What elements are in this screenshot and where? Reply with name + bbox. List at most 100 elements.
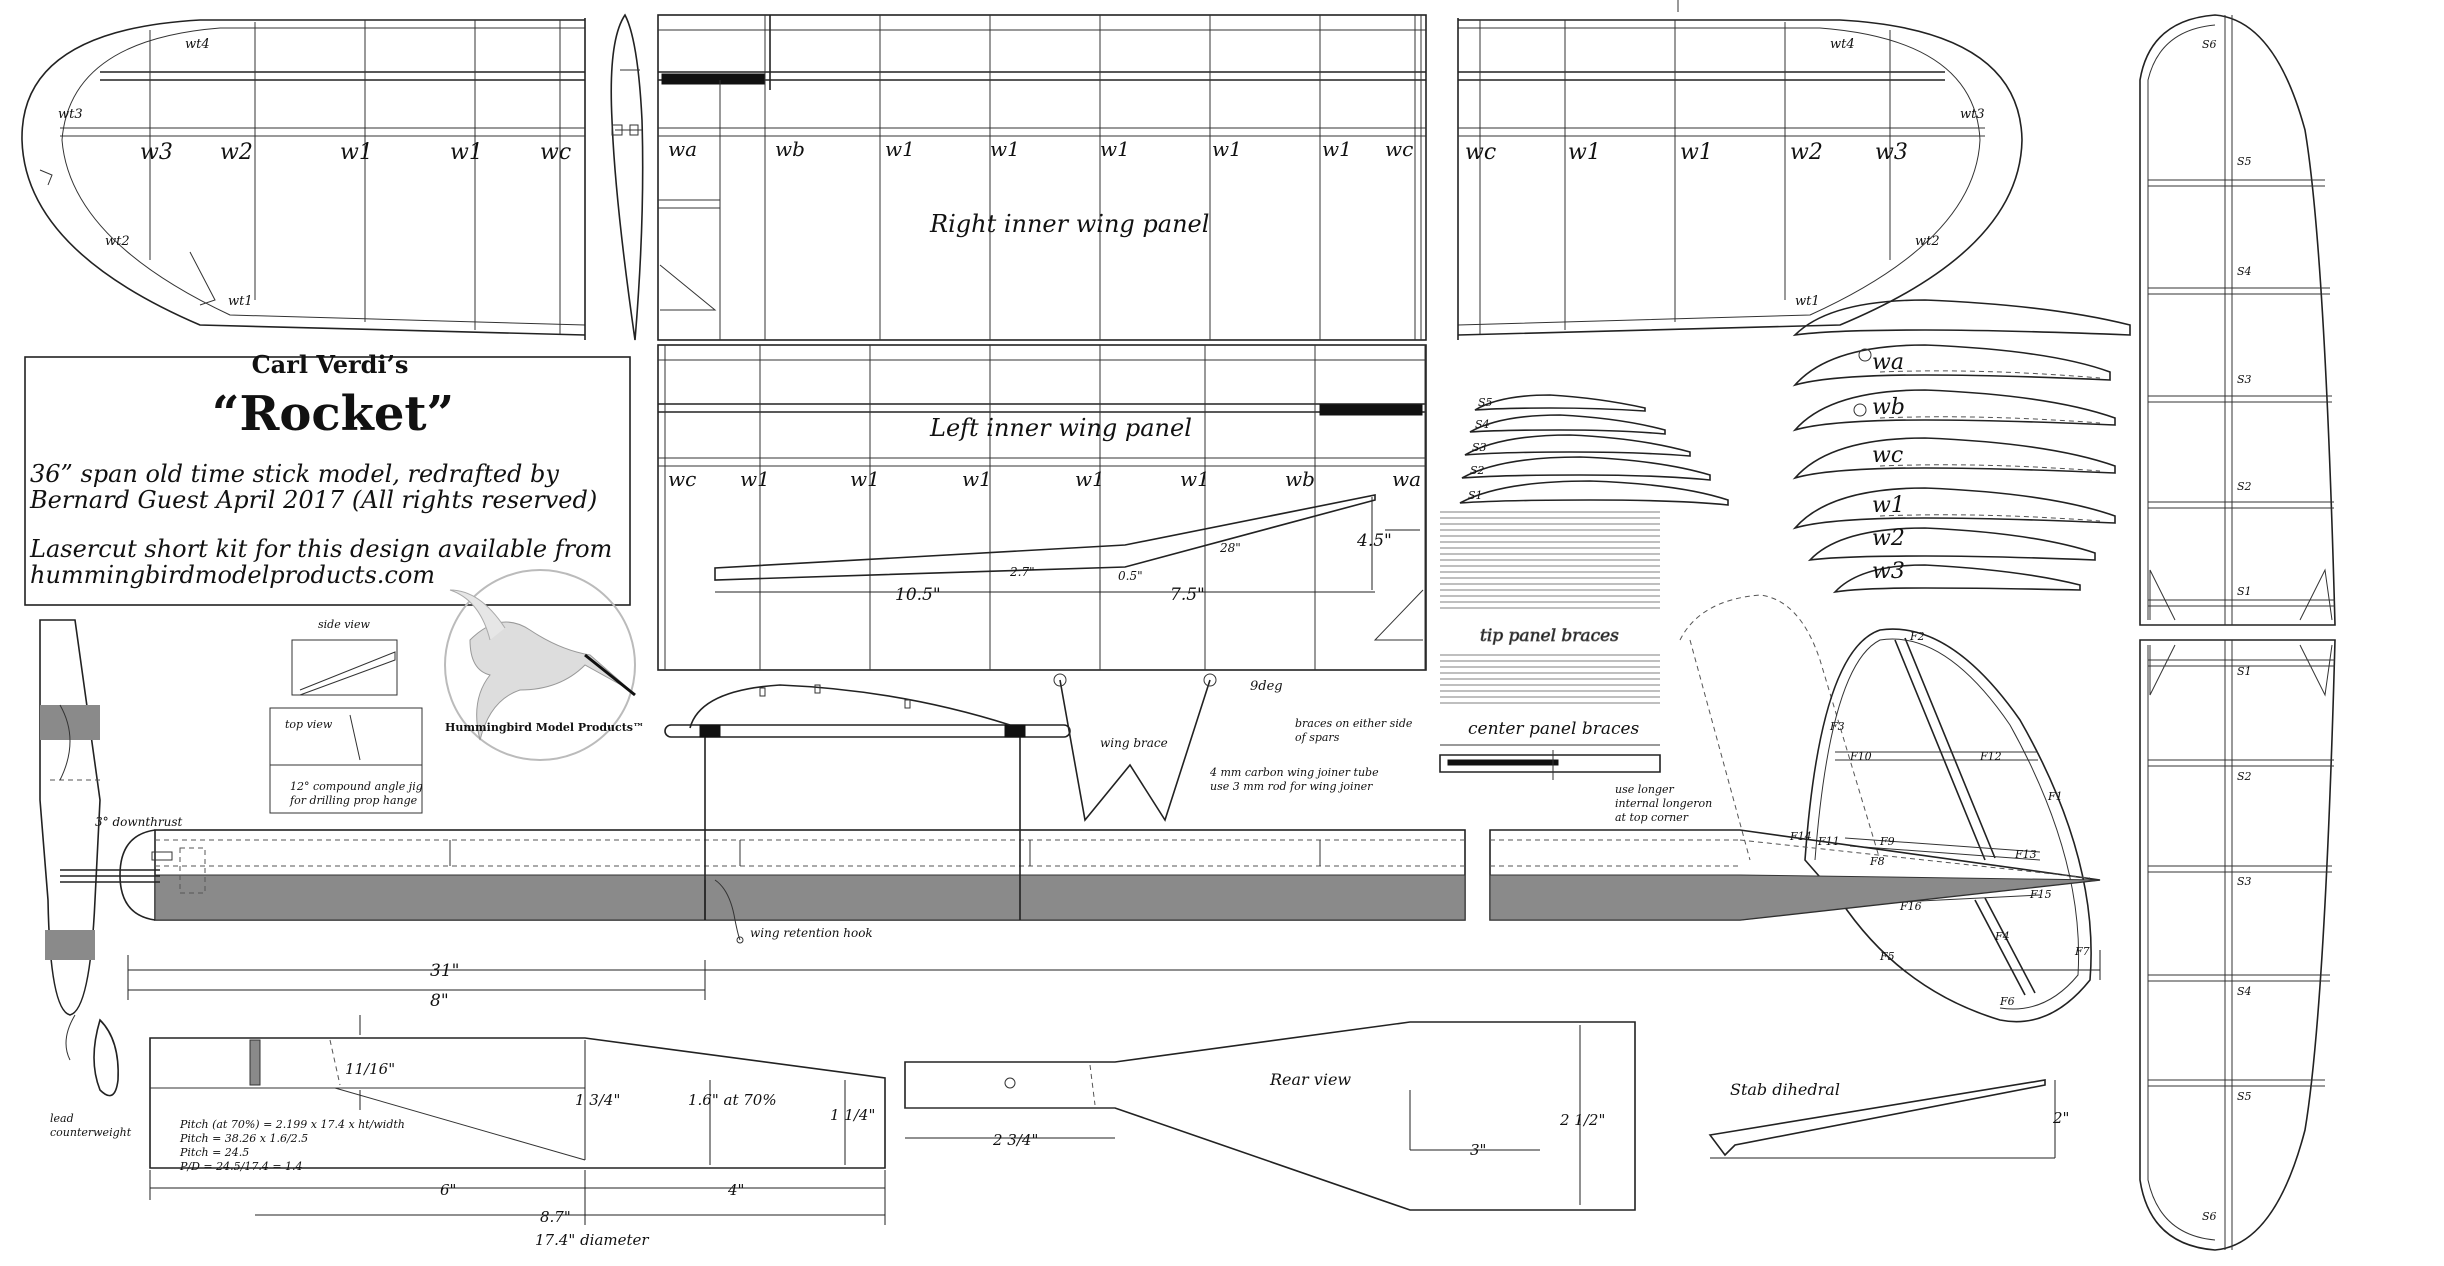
rib-set-label: wc <box>1872 443 1903 468</box>
prop-hanger-jig: side view top view 12° compound angle ji… <box>269 618 423 814</box>
fin-part-label: F10 <box>1849 750 1872 763</box>
pitch-calc-1: Pitch (at 70%) = 2.199 x 17.4 x ht/width <box>179 1118 405 1131</box>
rib-label: wc <box>668 467 696 491</box>
tail-rib-label: S4 <box>2237 985 2252 998</box>
prop-dim: 4" <box>727 1181 744 1199</box>
description-line-2: Bernard Guest April 2017 (All rights res… <box>29 486 597 514</box>
dim-label: 28" <box>1219 541 1241 555</box>
rib-label: w1 <box>1180 467 1210 491</box>
fin-part-label: F3 <box>1829 720 1845 733</box>
stab-rib-label: S4 <box>1475 418 1490 431</box>
fin-part-label: F12 <box>1979 750 2002 763</box>
tip-panel-braces: tip panel braces <box>1440 511 1660 646</box>
tail-rib-label: S5 <box>2237 1090 2252 1103</box>
stab-ribs: S5 S4 S3 S2 S1 <box>1459 394 1729 506</box>
dim-label: 4.5" <box>1356 531 1392 551</box>
tip-side-profile <box>610 13 644 341</box>
panel-label-left: Left inner wing panel <box>929 414 1192 442</box>
jig-top-label: top view <box>285 718 333 731</box>
rib-label: wc <box>540 140 571 165</box>
tip-rib-label: wt2 <box>105 234 130 249</box>
fin-part-label: F13 <box>2014 848 2037 861</box>
stab-rib-label: S1 <box>1468 489 1483 502</box>
stab-dihedral-dim: 2" <box>2052 1109 2069 1127</box>
fin-part-label: F6 <box>1999 995 2015 1008</box>
tail-rib-label: S3 <box>2237 875 2252 888</box>
model-name: “Rocket” <box>212 386 454 442</box>
brand-name: Hummingbird Model Products™ <box>445 721 644 734</box>
fin-part-label: F2 <box>1909 630 1925 643</box>
blade-dim: 2 1/2" <box>1559 1111 1605 1129</box>
description-line-3: Lasercut short kit for this design avail… <box>29 535 612 563</box>
rib-label: wa <box>668 137 697 161</box>
pitch-calc-2: Pitch = 38.26 x 1.6/2.5 <box>179 1132 308 1145</box>
blade-dim: 3" <box>1470 1141 1486 1159</box>
nose-dim: 8" <box>430 991 449 1011</box>
prop-dim: 11/16" <box>345 1060 395 1078</box>
rib-set-label: w2 <box>1872 526 1905 551</box>
rib-label: w2 <box>1790 140 1823 165</box>
tail-rib-label: S6 <box>2202 38 2217 51</box>
website-url: hummingbirdmodelproducts.com <box>30 561 435 589</box>
pitch-calc-4: P/D = 24.5/17.4 = 1.4 <box>179 1160 303 1173</box>
tailplane: S6 S5 S4 S3 S2 S1 S1 S2 S3 S4 S5 S6 <box>2139 14 2336 1251</box>
hummingbird-logo: Hummingbird Model Products™ <box>444 569 644 761</box>
blade-dim: 2 3/4" <box>992 1131 1038 1149</box>
jig-side-label: side view <box>318 618 370 631</box>
tip-rib-label: wt3 <box>58 107 83 122</box>
jig-note-1: 12° compound angle jig <box>290 780 423 793</box>
fin-part-label: F5 <box>1879 950 1895 963</box>
fin-part-label: F9 <box>1879 835 1895 848</box>
rib-label: w1 <box>1680 140 1713 165</box>
counterweight-label-1: lead <box>50 1112 74 1125</box>
left-inner-wing-panel: wc w1 w1 w1 w1 w1 wb wa Left inner wing … <box>657 344 1427 671</box>
length-dim: 31" <box>430 961 459 981</box>
rib-label: w1 <box>850 467 880 491</box>
tip-braces-label: tip panel braces <box>1480 626 1619 646</box>
left-wing-tip-panel: w3 w2 w1 w1 wc wt4 wt3 wt2 wt1 <box>21 18 586 340</box>
center-braces-label: center panel braces <box>1468 719 1640 739</box>
fin-part-label: F15 <box>2029 888 2052 901</box>
tail-rib-label: S2 <box>2237 770 2252 783</box>
tail-rib-label: S1 <box>2237 665 2252 678</box>
dim-label: 2.7" <box>1009 565 1035 579</box>
rib-label: w1 <box>885 137 915 161</box>
wing-rib-set: wa wb wc w1 w2 w3 <box>1792 299 2131 594</box>
tip-rib-label: wt4 <box>185 37 210 52</box>
tip-rib-label: wt4 <box>1830 37 1855 52</box>
rib-label: w1 <box>450 140 483 165</box>
description-line-1: 36” span old time stick model, redrafted… <box>30 460 559 488</box>
fin-part-label: F1 <box>2047 790 2063 803</box>
right-wing-tip-panel: wc w1 w1 w2 w3 wt4 wt3 wt2 wt1 <box>1457 0 2023 340</box>
jig-note-2: for drilling prop hange <box>289 794 418 807</box>
stab-dihedral: Stab dihedral 2" <box>1708 1079 2069 1159</box>
prop-dim: 6" <box>440 1181 456 1199</box>
rib-label: wc <box>1465 140 1496 165</box>
fin-part-label: F16 <box>1899 900 1922 913</box>
rib-label: w1 <box>990 137 1020 161</box>
tip-rib-label: wt3 <box>1960 107 1985 122</box>
wing-brace-label: wing brace <box>1100 736 1168 750</box>
downthrust-label: 3° downthrust <box>95 815 183 829</box>
rib-label: w1 <box>962 467 992 491</box>
tube-note-1: 4 mm carbon wing joiner tube <box>1209 766 1379 779</box>
rib-label: w1 <box>1212 137 1242 161</box>
rear-section: 2 3/4" Rear view 3" 2 1/2" <box>904 1021 1636 1211</box>
tail-rib-label: S2 <box>2237 480 2252 493</box>
right-inner-wing-panel: wa wb w1 w1 w1 w1 w1 wc Right inner wing… <box>657 14 1427 341</box>
rib-label: w1 <box>1100 137 1130 161</box>
tail-rib-label: S5 <box>2237 155 2252 168</box>
tube-note-2: use 3 mm rod for wing joiner <box>1210 780 1373 793</box>
propeller-blade: 11/16" 1 3/4" 1.6" at 70% 1 1/4" 6" 4" 8… <box>149 1015 886 1249</box>
wing-hook-note: wing retention hook <box>750 926 873 940</box>
rib-label: w1 <box>740 467 770 491</box>
prop-dim: 1 1/4" <box>830 1106 875 1124</box>
rear-view-label: Rear view <box>1269 1070 1351 1089</box>
rib-label: w1 <box>1075 467 1105 491</box>
fin-part-label: F4 <box>1994 930 2010 943</box>
rib-set-label: w1 <box>1872 493 1905 518</box>
rib-label: w1 <box>1568 140 1601 165</box>
longeron-note-1: use longer <box>1615 783 1675 796</box>
title-block: Carl Verdi’s “Rocket” 36” span old time … <box>24 350 631 606</box>
